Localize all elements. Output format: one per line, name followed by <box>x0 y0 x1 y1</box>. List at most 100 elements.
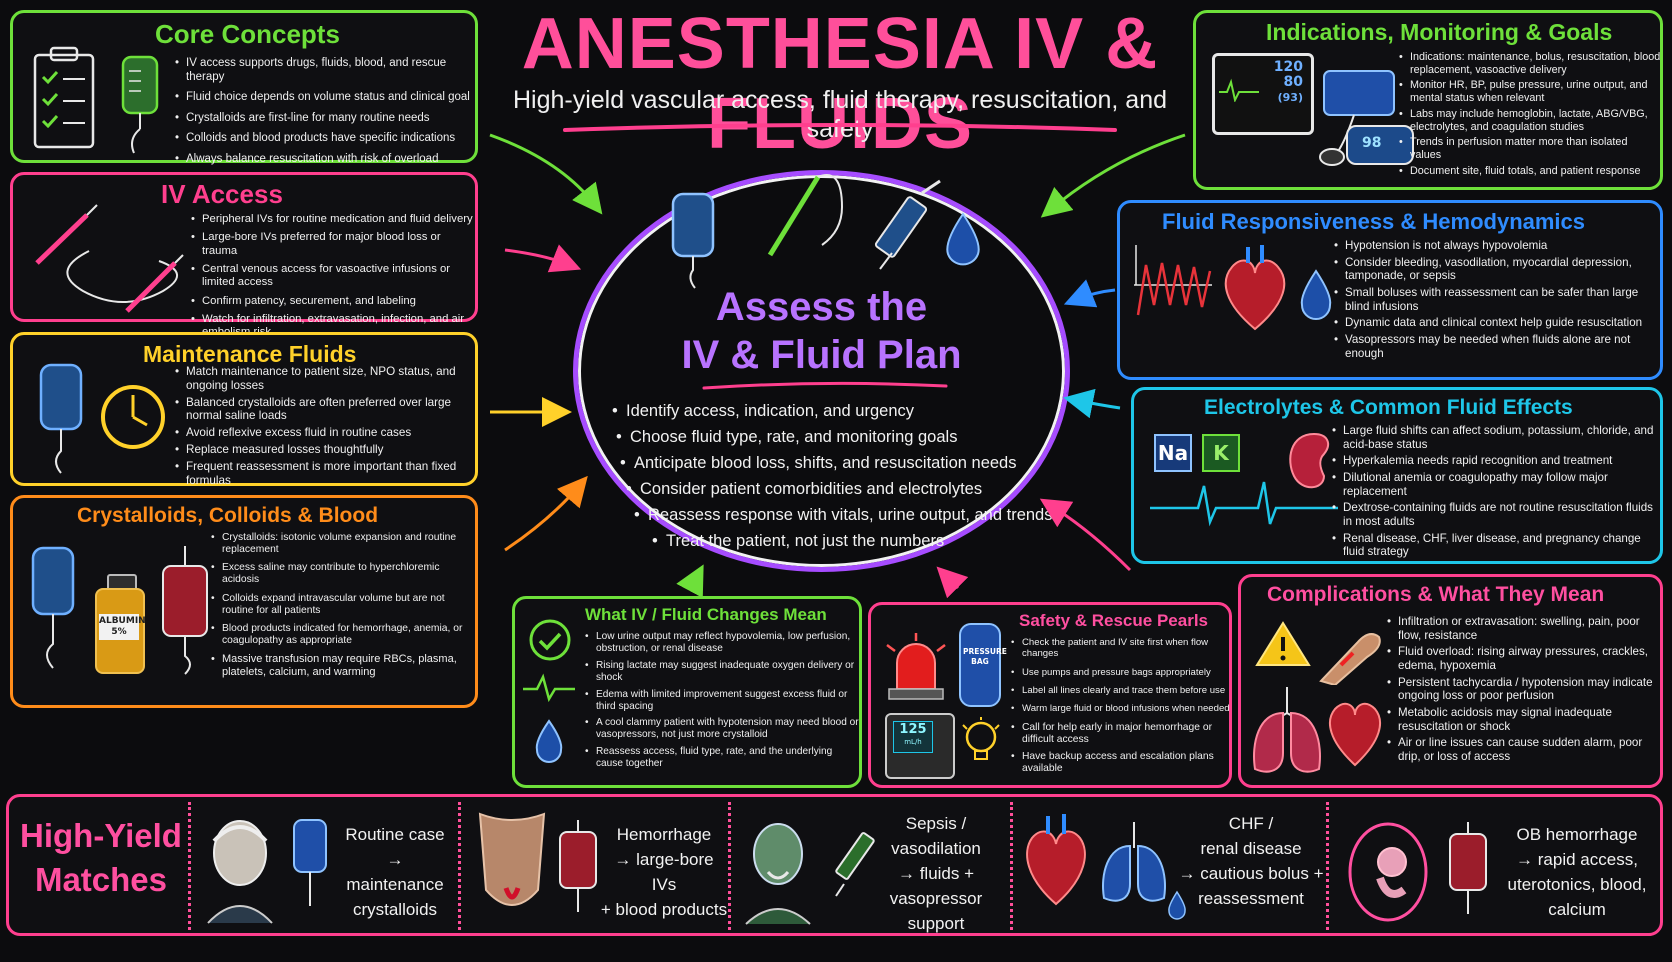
page-subtitle: High-yield vascular access, fluid therap… <box>512 86 1168 143</box>
list-item: Treat the patient, not just the numbers <box>652 528 1092 554</box>
center-title-line2: IV & Fluid Plan <box>681 333 962 377</box>
center-action-list: Identify access, indication, and urgency… <box>612 398 1052 554</box>
monitor-diastolic: 80 <box>1283 74 1303 90</box>
maintenance-list: Match maintenance to patient size, NPO s… <box>175 365 475 490</box>
pulse-line-icon <box>523 673 575 703</box>
central-drop-icon <box>946 212 980 266</box>
match-line: → large-bore IVs <box>614 850 714 894</box>
divider <box>728 802 731 930</box>
list-item: Metabolic acidosis may signal inadequate… <box>1387 706 1661 733</box>
match-chf: CHF / renal disease → cautious bolus + r… <box>1176 811 1326 951</box>
list-item: Persistent tachycardia / hypotension may… <box>1387 676 1661 703</box>
changes-panel: What IV / Fluid Changes Mean Low urine o… <box>512 596 862 788</box>
center-title-line1: Assess the <box>715 285 928 329</box>
lungs-icon <box>1102 822 1166 902</box>
list-item: Use pumps and pressure bags appropriatel… <box>1011 667 1231 679</box>
vital-monitor-icon: 120 80 (93) <box>1212 53 1314 135</box>
match-line: renal disease <box>1200 839 1302 858</box>
electrolytes-title: Electrolytes & Common Fluid Effects <box>1204 396 1573 419</box>
list-item: Infiltration or extravasation: swelling,… <box>1387 615 1661 642</box>
changes-title: What IV / Fluid Changes Mean <box>585 605 827 624</box>
responsiveness-title: Fluid Responsiveness & Hemodynamics <box>1162 209 1586 234</box>
match-line: crystalloids <box>352 900 438 919</box>
list-item: Central venous access for vasoactive inf… <box>191 263 476 290</box>
pregnancy-icon <box>1348 822 1428 922</box>
list-item: Large fluid shifts can affect sodium, po… <box>1332 424 1660 451</box>
clipboard-checklist-icon <box>33 46 95 149</box>
list-item: Massive transfusion may require RBCs, pl… <box>211 653 477 679</box>
abdomen-hemorrhage-icon <box>478 812 546 906</box>
electrolytes-panel: Electrolytes & Common Fluid Effects Na K… <box>1131 387 1663 564</box>
pump-rate-unit: mL/h <box>904 738 922 746</box>
list-item: Dynamic data and clinical context help g… <box>1334 316 1660 330</box>
divider <box>1010 802 1013 930</box>
center-title: Assess the IV & Fluid Plan <box>573 283 1070 379</box>
heart-icon <box>1328 702 1382 767</box>
match-line: calcium <box>1548 900 1606 919</box>
list-item: IV access supports drugs, fluids, blood,… <box>175 57 475 84</box>
safety-list: Check the patient and IV site first when… <box>1011 637 1231 778</box>
match-line: + blood products <box>600 900 728 919</box>
match-line: CHF / <box>1228 814 1274 833</box>
list-item: Rising lactate may suggest inadequate ox… <box>585 660 859 684</box>
list-item: Warm large fluid or blood infusions when… <box>1011 703 1231 715</box>
blood-bag-icon <box>162 546 208 675</box>
complications-panel: Complications & What They Mean Infiltrat… <box>1238 574 1663 788</box>
list-item: Reassess access, fluid type, rate, and t… <box>585 746 859 770</box>
list-item: Crystalloids: isotonic volume expansion … <box>211 532 477 556</box>
core-concepts-panel: Core Concepts IV access supports drugs, … <box>10 10 478 166</box>
match-ob-hemorrhage: OB hemorrhage → rapid access, uterotonic… <box>1496 822 1658 962</box>
iv-access-list: Peripheral IVs for routine medication an… <box>191 213 476 343</box>
connector-arrows <box>489 133 1186 599</box>
elderly-patient-icon <box>207 820 273 924</box>
sodium-label: Na <box>1157 441 1189 465</box>
match-line: → maintenance <box>346 850 444 894</box>
blood-bag-icon <box>559 820 597 912</box>
iv-catheter-tubing-icon <box>35 204 184 313</box>
list-item: Colloids expand intravascular volume but… <box>211 593 477 617</box>
match-line: vasopressor support <box>889 889 983 933</box>
list-item: Edema with limited improvement suggest e… <box>585 689 859 713</box>
list-item: Large-bore IVs preferred for major blood… <box>191 231 476 258</box>
list-item: Confirm patency, securement, and labelin… <box>191 295 476 309</box>
pressure-bag-icon: PRESSURE BAG <box>959 623 1007 707</box>
list-item: Always balance resuscitation with risk o… <box>175 153 475 167</box>
monitor-systolic: 120 <box>1273 59 1303 75</box>
central-iv-bag-icon <box>671 192 715 289</box>
albumin-bottle-icon: ALBUMIN 5% <box>91 574 149 674</box>
changes-list: Low urine output may reflect hypovolemia… <box>585 631 859 773</box>
list-item: Label all lines clearly and trace them b… <box>1011 685 1231 697</box>
iv-access-panel: IV Access Peripheral IVs for routine med… <box>10 172 478 338</box>
list-item: Peripheral IVs for routine medication an… <box>191 213 476 227</box>
list-item: Colloids and blood products have specifi… <box>175 132 475 146</box>
blood-bag-icon <box>1449 822 1487 914</box>
list-item: Low urine output may reflect hypovolemia… <box>585 631 859 655</box>
core-concepts-title: Core Concepts <box>155 19 340 49</box>
heart-icon <box>1224 245 1286 331</box>
maintenance-panel: Maintenance Fluids Match maintenance to … <box>10 332 478 487</box>
heart-icon <box>1026 814 1086 906</box>
list-item: Excess saline may contribute to hyperchl… <box>211 562 477 586</box>
indications-title: Indications, Monitoring & Goals <box>1266 19 1613 45</box>
responsiveness-panel: Fluid Responsiveness & Hemodynamics Hypo… <box>1117 200 1663 380</box>
crystalloids-list: Crystalloids: isotonic volume expansion … <box>211 532 477 682</box>
indications-list: Indications: maintenance, bolus, resusci… <box>1399 51 1661 181</box>
safety-panel: Safety & Rescue Pearls PRESSURE BAG 125 … <box>868 602 1232 788</box>
potassium-label: K <box>1213 441 1229 465</box>
list-item: Choose fluid type, rate, and monitoring … <box>616 424 1056 450</box>
list-item: Hypotension is not always hypovolemia <box>1334 239 1660 253</box>
list-item: Crystalloids are first-line for many rou… <box>175 112 475 126</box>
drop-icon <box>535 719 563 763</box>
divider <box>1326 802 1329 930</box>
center-title-underline <box>702 381 948 390</box>
pressure-bag-label: PRESSURE BAG <box>963 647 1007 666</box>
list-item: Have backup access and escalation plans … <box>1011 751 1231 775</box>
iv-bag-icon <box>121 55 159 154</box>
match-line: reassessment <box>1198 889 1304 908</box>
match-line: Hemorrhage <box>616 825 712 844</box>
list-item: Vasopressors may be needed when fluids a… <box>1334 333 1660 360</box>
list-item: Dextrose-containing fluids are not routi… <box>1332 501 1660 528</box>
safety-title: Safety & Rescue Pearls <box>1019 611 1208 630</box>
list-item: Consider patient comorbidities and elect… <box>626 476 1066 502</box>
drop-icon <box>1168 890 1186 920</box>
